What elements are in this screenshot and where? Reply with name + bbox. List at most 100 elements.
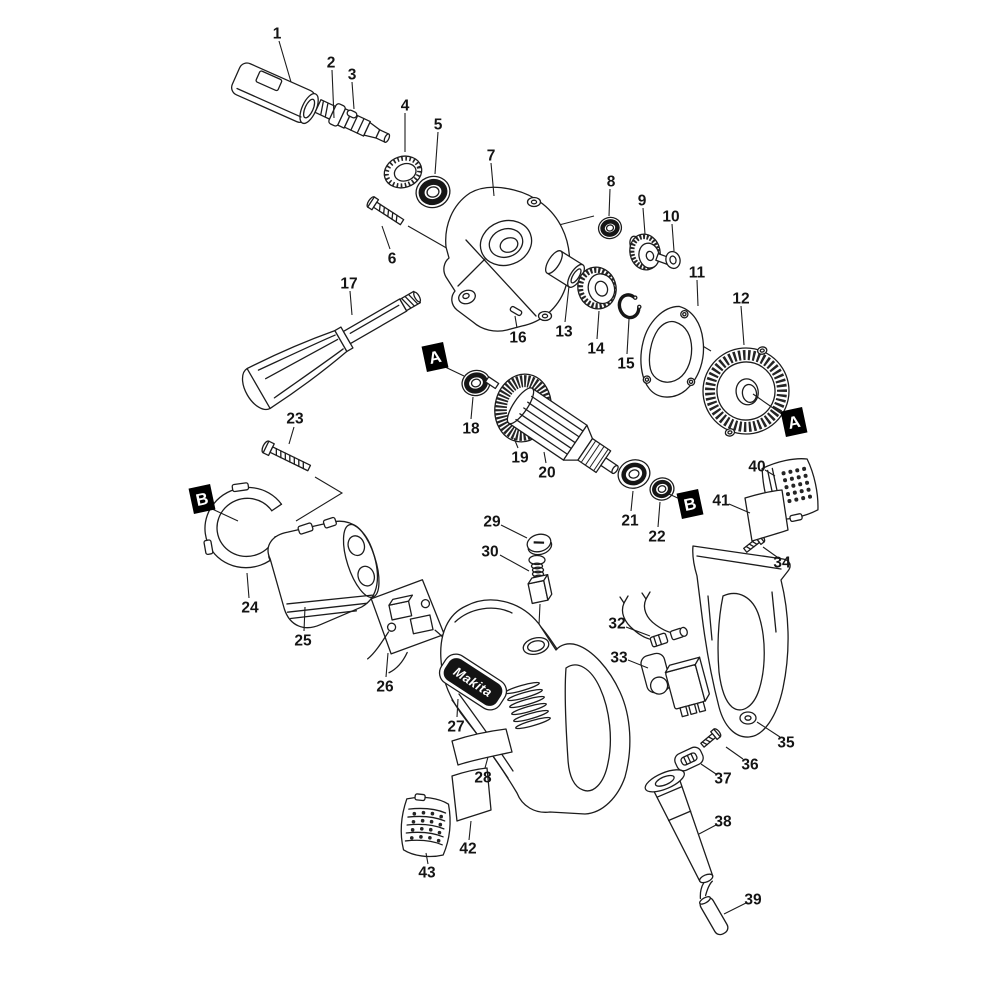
part-label-37: 37 bbox=[714, 771, 731, 788]
leader-line-28 bbox=[485, 757, 488, 768]
part-label-25: 25 bbox=[294, 633, 312, 650]
leader-line-3 bbox=[352, 82, 354, 109]
part-22-drawing bbox=[648, 475, 677, 502]
leader-line-16 bbox=[515, 316, 517, 328]
part-15-drawing bbox=[617, 292, 644, 320]
part-label-33: 33 bbox=[610, 650, 628, 667]
part-7-drawing bbox=[444, 187, 570, 331]
leader-line-23 bbox=[289, 427, 294, 444]
part-label-43: 43 bbox=[418, 865, 436, 882]
part-label-26: 26 bbox=[376, 679, 394, 696]
leader-line-15 bbox=[627, 319, 629, 354]
part-label-9: 9 bbox=[638, 193, 647, 210]
part-8-drawing bbox=[596, 215, 624, 241]
marker-leader-B-left bbox=[210, 508, 238, 521]
leader-line-36 bbox=[726, 747, 743, 759]
part-label-11: 11 bbox=[689, 265, 706, 282]
callout-letter-B-left: B bbox=[194, 489, 210, 510]
callout-markers-layer: A A B B bbox=[188, 341, 808, 520]
leader-line-33 bbox=[628, 660, 648, 668]
callout-marker-A-left: A bbox=[421, 341, 449, 373]
part-26-drawing bbox=[354, 577, 452, 676]
part-label-38: 38 bbox=[714, 814, 732, 831]
part-37-drawing bbox=[673, 745, 706, 773]
part-label-7: 7 bbox=[487, 148, 496, 165]
part-3-drawing bbox=[346, 109, 358, 119]
leader-line-7 bbox=[491, 163, 494, 196]
part-4-drawing bbox=[380, 151, 426, 192]
part-label-10: 10 bbox=[662, 209, 679, 226]
part-10-drawing bbox=[664, 250, 682, 270]
part-label-13: 13 bbox=[555, 324, 573, 341]
part-28-drawing bbox=[452, 729, 512, 765]
leader-line-9 bbox=[643, 208, 645, 234]
part-29-drawing bbox=[525, 532, 553, 558]
leader-line-20 bbox=[544, 452, 546, 463]
callout-letter-A-right: A bbox=[786, 412, 802, 433]
leader-line-27 bbox=[457, 699, 458, 717]
part-16-drawing bbox=[510, 306, 523, 316]
leader-line-12 bbox=[741, 306, 744, 345]
part-1-drawing bbox=[229, 60, 322, 126]
part-label-41: 41 bbox=[712, 493, 730, 510]
leader-line-32 bbox=[626, 627, 650, 636]
part-label-35: 35 bbox=[777, 735, 795, 752]
part-39-drawing bbox=[691, 879, 738, 937]
part-41-drawing bbox=[745, 490, 788, 541]
leader-line-38 bbox=[699, 825, 716, 834]
leader-line-22 bbox=[658, 502, 660, 527]
leader-line-5 bbox=[435, 132, 438, 174]
part-43-drawing bbox=[398, 793, 453, 859]
part-labels-layer: 1234567891011121314151617181920212223242… bbox=[241, 26, 795, 909]
callout-letter-B-right: B bbox=[682, 494, 698, 515]
callout-marker-B-right: B bbox=[676, 488, 704, 520]
part-11-drawing bbox=[636, 302, 710, 401]
part-label-42: 42 bbox=[459, 841, 476, 858]
part-label-16: 16 bbox=[509, 330, 527, 347]
part-label-14: 14 bbox=[587, 341, 605, 358]
leader-line-11 bbox=[697, 280, 698, 306]
leader-line-35 bbox=[757, 722, 780, 737]
part-label-34: 34 bbox=[773, 555, 791, 572]
part-label-18: 18 bbox=[462, 421, 480, 438]
part-33-drawing bbox=[639, 652, 713, 718]
part-32-drawing bbox=[620, 592, 688, 647]
part-12-drawing bbox=[696, 341, 796, 441]
part-5-drawing bbox=[413, 173, 454, 212]
part-35-drawing bbox=[693, 546, 790, 737]
leader-line-25 bbox=[304, 607, 305, 631]
part-label-23: 23 bbox=[286, 411, 304, 428]
part-label-21: 21 bbox=[621, 513, 639, 530]
marker-leader-A-right bbox=[753, 394, 786, 417]
leader-line-39 bbox=[724, 903, 746, 914]
part-23-drawing bbox=[260, 440, 312, 474]
part-17-drawing bbox=[236, 276, 431, 415]
part-label-30: 30 bbox=[481, 544, 498, 561]
leader-line-6 bbox=[382, 226, 390, 249]
leader-line-10 bbox=[672, 224, 674, 251]
part-6-drawing bbox=[366, 196, 406, 228]
part-27-drawing: Makita bbox=[435, 600, 630, 814]
part-20-drawing bbox=[503, 384, 629, 488]
leader-line-40 bbox=[765, 470, 775, 476]
part-36-drawing bbox=[699, 728, 722, 749]
part-label-5: 5 bbox=[434, 117, 443, 134]
leader-line-21 bbox=[631, 491, 633, 511]
callout-marker-A-right: A bbox=[780, 406, 808, 438]
part-label-24: 24 bbox=[241, 600, 259, 617]
leader-lines-layer bbox=[210, 41, 786, 914]
part-label-19: 19 bbox=[511, 450, 529, 467]
part-label-32: 32 bbox=[608, 616, 625, 633]
part-label-39: 39 bbox=[744, 892, 762, 909]
part-25-drawing bbox=[261, 507, 389, 634]
part-2-drawing bbox=[313, 96, 393, 149]
part-label-36: 36 bbox=[741, 757, 759, 774]
part-label-28: 28 bbox=[474, 770, 492, 787]
part-18-drawing bbox=[459, 367, 493, 398]
part-label-29: 29 bbox=[483, 514, 501, 531]
vent-slats bbox=[504, 681, 551, 731]
part-label-12: 12 bbox=[732, 291, 749, 308]
leader-line-37 bbox=[701, 764, 716, 774]
leader-line-17 bbox=[350, 291, 352, 315]
